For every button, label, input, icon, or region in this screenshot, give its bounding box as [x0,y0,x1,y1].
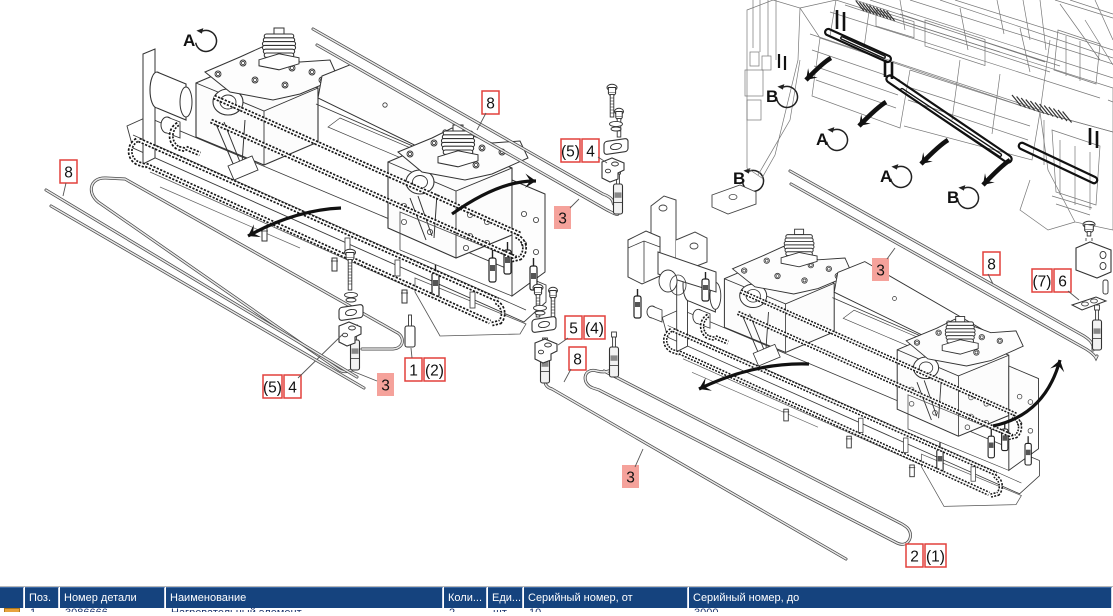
svg-text:3: 3 [626,470,635,487]
svg-text:A: A [880,167,892,186]
svg-text:3: 3 [558,211,567,228]
svg-text:3: 3 [876,263,885,280]
svg-text:4: 4 [288,380,297,397]
svg-text:B: B [766,87,778,106]
svg-text:6: 6 [1058,274,1067,291]
svg-text:8: 8 [573,352,582,369]
svg-text:B: B [947,188,959,207]
svg-text:(5): (5) [263,380,282,397]
svg-text:1: 1 [409,363,418,380]
svg-text:(4): (4) [585,321,604,338]
svg-text:(7): (7) [1033,274,1052,291]
svg-text:(2): (2) [425,363,444,380]
svg-text:(5): (5) [561,144,580,161]
svg-text:3: 3 [381,378,390,395]
svg-text:A: A [183,31,195,50]
svg-text:(1): (1) [926,549,945,566]
svg-text:8: 8 [987,257,996,274]
svg-text:5: 5 [569,321,578,338]
svg-text:8: 8 [486,96,495,113]
svg-text:A: A [816,130,828,149]
svg-text:2: 2 [910,549,919,566]
svg-text:4: 4 [586,144,595,161]
svg-text:8: 8 [64,165,73,182]
